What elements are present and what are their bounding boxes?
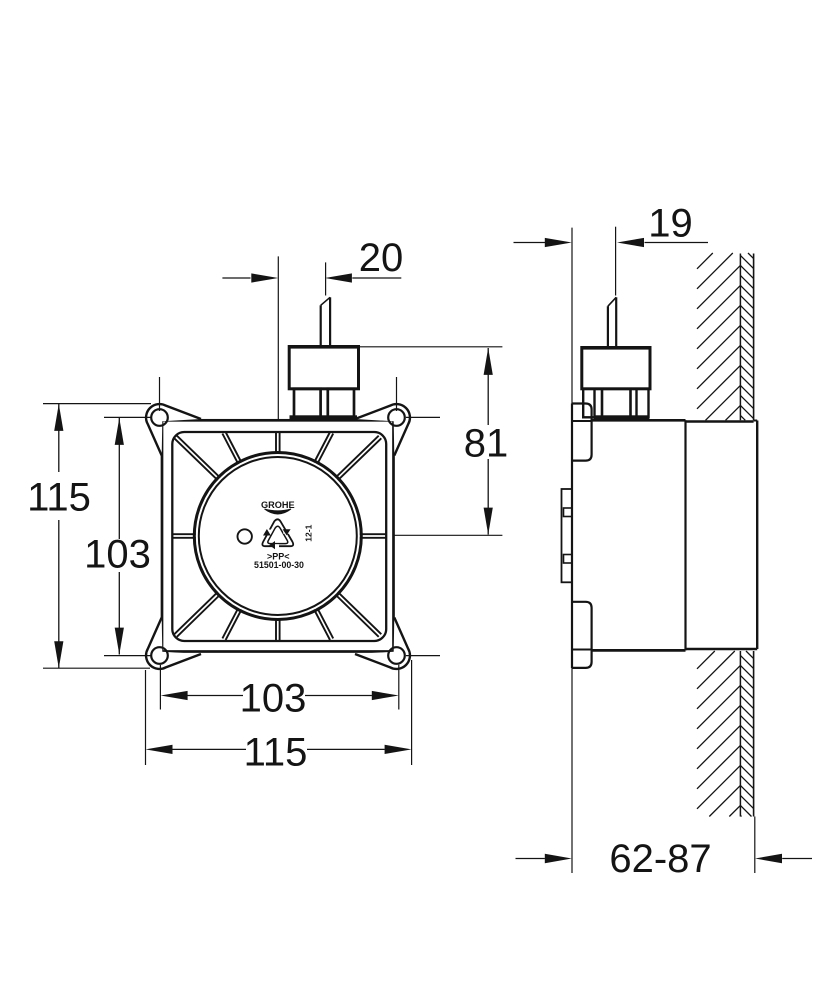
svg-text:103: 103 [240, 677, 307, 721]
svg-text:115: 115 [27, 476, 91, 520]
svg-text:81: 81 [464, 422, 509, 466]
svg-text:62-87: 62-87 [609, 837, 711, 881]
svg-text:103: 103 [84, 533, 151, 577]
svg-text:51501-00-30: 51501-00-30 [254, 560, 304, 570]
svg-text:20: 20 [359, 236, 404, 280]
svg-text:19: 19 [648, 202, 693, 246]
svg-text:115: 115 [244, 731, 308, 775]
svg-text:GROHE: GROHE [261, 500, 295, 510]
svg-text:>PP<: >PP< [267, 552, 290, 562]
svg-text:12-1: 12-1 [304, 524, 314, 541]
